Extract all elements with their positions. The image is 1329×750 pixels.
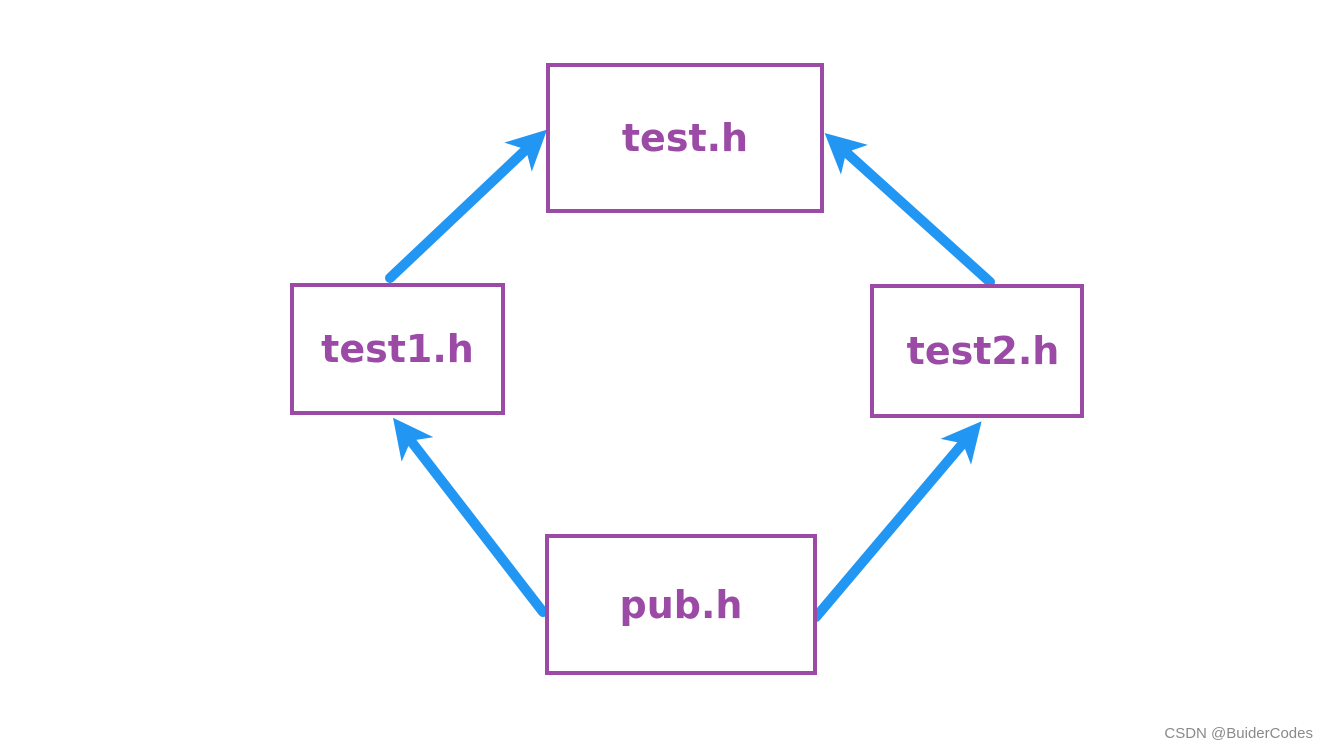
node-label: test2.h xyxy=(906,329,1060,373)
node-label: test1.h xyxy=(321,327,474,371)
arrow-test1-to-test xyxy=(385,129,548,283)
arrow-pub-to-test2 xyxy=(811,421,982,622)
arrow-test2-to-test xyxy=(824,132,995,287)
arrow-pub-to-test1 xyxy=(392,417,548,617)
node-label: test.h xyxy=(621,116,749,160)
watermark: CSDN @BuiderCodes xyxy=(1164,725,1313,742)
node-test1-h: test1.h xyxy=(290,283,505,415)
node-label: pub.h xyxy=(619,582,743,627)
node-test2-h: test2.h xyxy=(870,284,1084,418)
node-test-h: test.h xyxy=(546,63,824,213)
node-pub-h: pub.h xyxy=(545,534,817,675)
